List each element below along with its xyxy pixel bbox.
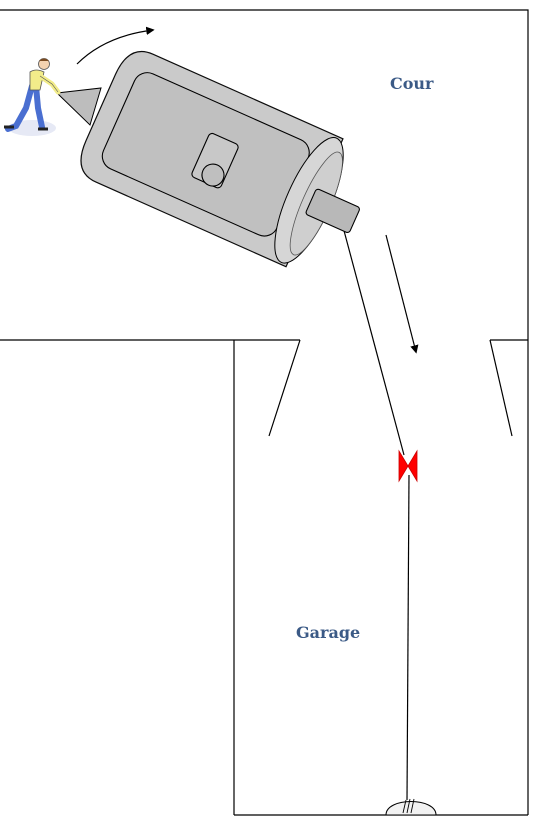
- courtyard-wall: [0, 9, 529, 340]
- hose-lower: [406, 474, 410, 801]
- garage-label: Garage: [296, 623, 360, 642]
- hose-upper: [338, 211, 405, 456]
- gas-tank-icon: [80, 50, 360, 268]
- rotation-arrow: [76, 26, 155, 65]
- direction-arrow: [385, 234, 419, 354]
- valve-icon: [398, 449, 418, 483]
- wall-device-icon: [385, 798, 437, 816]
- tank-tip: [55, 87, 102, 126]
- walls: [0, 9, 529, 816]
- courtyard-label: Cour: [390, 74, 434, 93]
- garage-door-left: [268, 339, 301, 437]
- garage-door-right: [489, 339, 513, 437]
- person-pushing-icon: [4, 58, 61, 136]
